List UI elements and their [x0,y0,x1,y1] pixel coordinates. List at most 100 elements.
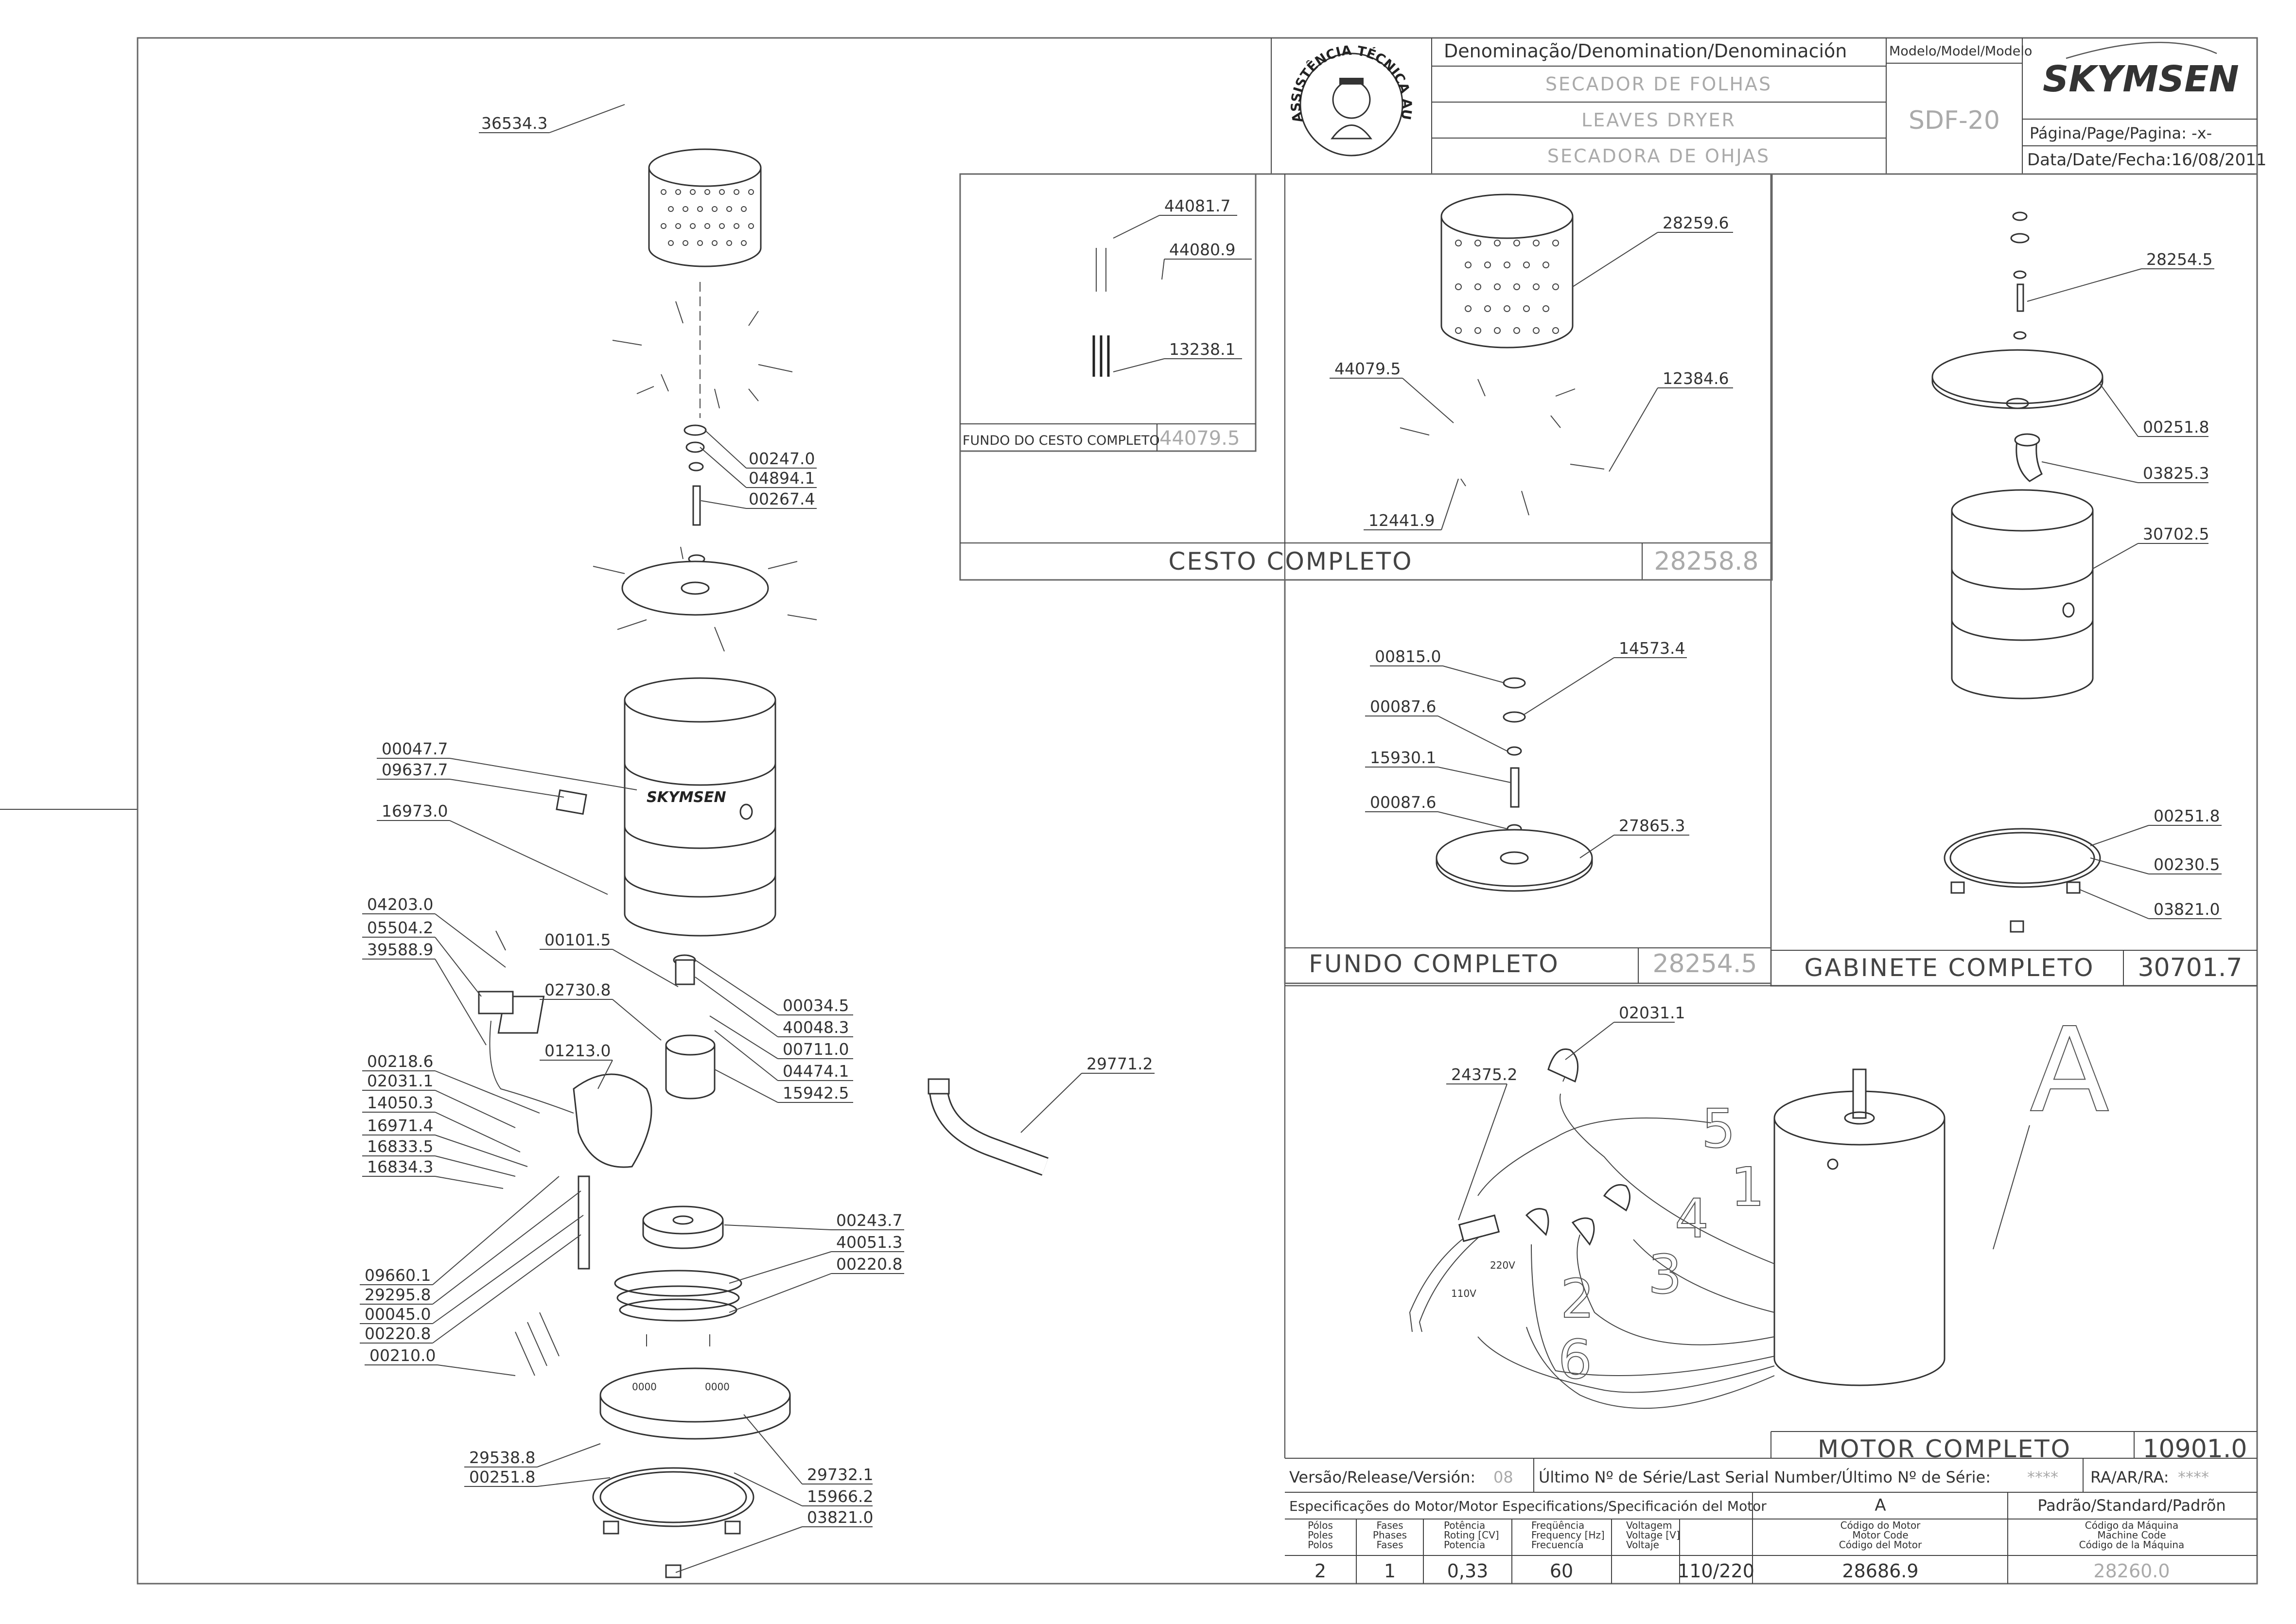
part-label-16834-3: 16834.3 [362,1157,504,1189]
spec-machine-code: 28260.0 [2093,1560,2170,1582]
part-label-39588-9: 39588.9 [362,940,487,1046]
part-label-04894-1: 04894.1 [700,447,817,488]
part-label-15942-5: 15942.5 [714,1069,853,1103]
svg-text:Machine Code: Machine Code [2097,1529,2166,1541]
svg-text:Polos: Polos [1308,1539,1333,1551]
belt [614,1270,742,1322]
leader-line [435,1176,504,1189]
leader-line [695,977,778,1037]
part-label-44079-5: 44079.5 [1330,359,1454,423]
part-number: 04894.1 [749,469,815,488]
wire-number-4: 4 [1675,1187,1709,1250]
leader-line [1565,1022,1614,1060]
part-number: 00087.6 [1370,697,1436,716]
motor-code: 10901.0 [2142,1434,2247,1464]
leader-line [729,1251,832,1284]
motor-letter: A [1875,1496,1886,1515]
fundo-cesto-title: FUNDO DO CESTO COMPLETO [963,433,1160,448]
part-number: 00220.8 [836,1255,902,1274]
part-label-04474-1: 04474.1 [714,1030,853,1081]
svg-text:Pólos: Pólos [1308,1519,1333,1531]
leader-line [435,1155,516,1177]
leader-line [432,1215,584,1324]
part-number: 00101.5 [544,930,611,949]
part-label-28254-5: 28254.5 [2027,250,2214,302]
part-number: 00045.0 [365,1305,431,1324]
svg-text:Voltaje: Voltaje [1626,1539,1659,1551]
leader-line [2090,825,2149,846]
part-label-29295-8: 29295.8 [360,1190,581,1305]
part-number: 00218.6 [367,1052,433,1071]
leader-line [537,1477,611,1487]
part-label-40048-3: 40048.3 [695,977,853,1037]
part-number: 02031.1 [1619,1003,1685,1022]
svg-text:Phases: Phases [1373,1529,1407,1541]
part-label-09660-1: 09660.1 [360,1176,560,1285]
svg-text:Frequency [Hz]: Frequency [Hz] [1531,1529,1605,1541]
part-label-03825-3: 03825.3 [2041,461,2209,483]
part-number: 00251.8 [469,1467,535,1486]
part-label-00220-8: 00220.8 [360,1234,581,1344]
part-label-30702-5: 30702.5 [2092,524,2209,569]
part-label-16971-4: 16971.4 [362,1116,528,1167]
leader-line [449,779,564,798]
leader-line [449,820,608,895]
leader-line [435,1090,516,1128]
leader-line [432,1176,560,1285]
cesto-title: CESTO COMPLETO [1169,547,1413,576]
part-number: 00034.5 [783,996,849,1015]
page-label: Página/Page/Pagina: -x- [2030,124,2212,142]
leader-line [1402,378,1454,423]
part-label-15930-1: 15930.1 [1365,748,1511,783]
svg-text:0000: 0000 [632,1381,657,1393]
leader-line [729,1273,832,1313]
spec-phases: 1 [1384,1560,1396,1582]
leader-line [704,430,747,469]
part-number: 00230.5 [2154,855,2220,874]
part-number: 02031.1 [367,1071,433,1090]
brand-logo: SKYMSEN [2043,58,2239,100]
gabinete-title: GABINETE COMPLETO [1805,954,2095,982]
cesto-complete-panel: CESTO COMPLETO 28258.8 FUNDO DO CESTO CO… [959,173,1773,581]
part-number: 28259.6 [1663,213,1729,232]
part-label-00711-0: 00711.0 [709,1015,853,1059]
part-label-01213-0: 01213.0 [540,1041,613,1089]
denomination-header: Denominação/Denomination/Denominación [1444,40,1847,62]
part-number: 15966.2 [807,1487,873,1506]
part-label-09637-7: 09637.7 [377,760,564,798]
motor-complete-panel: MOTOR COMPLETO 10901.0 220V 110V 5 1 [1285,985,2257,1464]
part-label-00034-5: 00034.5 [695,960,853,1015]
part-number: 00711.0 [783,1040,849,1059]
part-number: 04474.1 [783,1062,849,1081]
part-number: 14573.4 [1619,639,1685,658]
leader-line [2100,384,2138,437]
part-number: 44079.5 [1334,359,1401,378]
svg-text:ASSISTÊNCIA TÉCNICA AUTORIZADA: ASSISTÊNCIA TÉCNICA AUTORIZADA [0,0,1414,124]
leader-line [701,500,747,509]
part-label-12441-9: 12441.9 [1364,478,1459,530]
part-number: 00815.0 [1375,647,1441,666]
drum-brand-logo: SKYMSEN [647,789,726,806]
spec-motor-code: 28686.9 [1842,1560,1918,1582]
gabinete-code: 30701.7 [2138,953,2242,982]
part-label-00045-0: 00045.0 [360,1215,584,1324]
part-number: 27865.3 [1619,816,1685,835]
leader-line [2090,857,2149,874]
svg-text:Voltage [V]: Voltage [V] [1626,1529,1680,1541]
leader-line [1113,358,1165,372]
wire-number-2: 2 [1560,1268,1595,1330]
cesto-code: 28258.8 [1654,547,1758,576]
leader-line [449,758,637,790]
leader-line [2041,461,2138,483]
date-label: Data/Date/Fecha:16/08/2011 [2027,150,2266,170]
ra-label: RA/AR/RA: [2090,1468,2169,1486]
part-label-00087-6: 00087.6 [1365,793,1507,829]
part-label-16833-5: 16833.5 [362,1137,516,1177]
part-label-00210-0: 00210.0 [365,1346,516,1376]
svg-text:Código do Motor: Código do Motor [1840,1519,1921,1531]
leader-line [1161,259,1165,280]
leader-line [1437,811,1507,829]
part-label-15966-2: 15966.2 [734,1472,873,1506]
part-label-05504-2: 05504.2 [362,918,482,997]
